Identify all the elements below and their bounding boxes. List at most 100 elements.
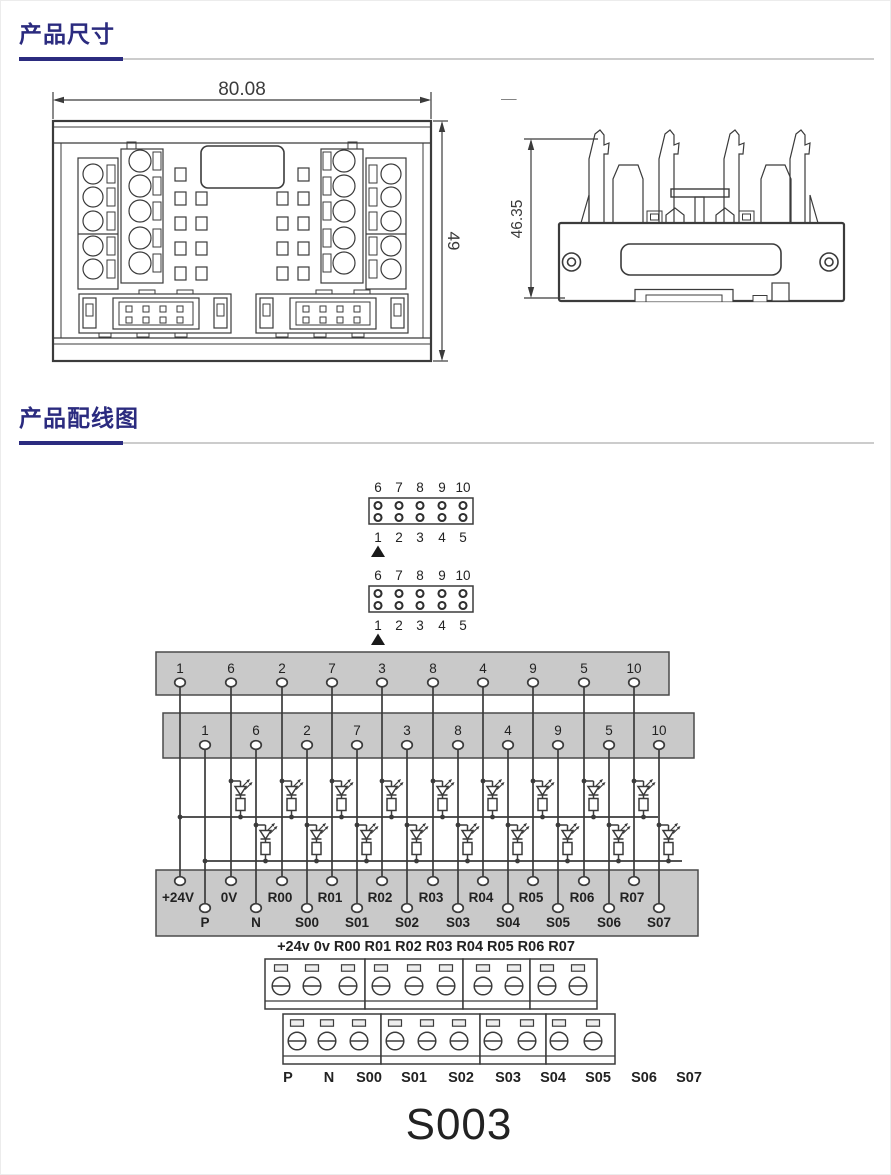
pin-bar-2	[162, 712, 695, 759]
screw-label: S03	[495, 1070, 521, 1086]
terminal-label: S03	[446, 915, 471, 930]
connector2-top-pin: 7	[395, 568, 403, 583]
section-rule-accent	[19, 57, 123, 61]
side-dimension-arrows	[527, 139, 535, 298]
terminal-label: 0V	[221, 890, 238, 905]
ribbon-connector-2: 6 7 8 9 10 1 2 3 4 5	[368, 568, 474, 645]
bar2-pin: 2	[303, 723, 311, 738]
section-rule	[19, 442, 874, 444]
screw-block-top-labels: +24v 0v R00 R01 R02 R03 R04 R05 R06 R07	[277, 939, 575, 955]
screw-label: P	[283, 1070, 293, 1086]
terminal-label: R04	[469, 890, 494, 905]
section-title-dimensions: 产品尺寸	[19, 21, 115, 47]
terminal-label: P	[200, 915, 209, 930]
side-body	[501, 99, 846, 303]
terminal-label: R02	[368, 890, 393, 905]
pin-bar-1-pins: 1 6 2 7 3 8 4 9 5 10	[173, 661, 642, 688]
bar1-pin: 6	[227, 661, 235, 676]
bar2-pin: 1	[201, 723, 209, 738]
screw-label: S06	[631, 1070, 657, 1086]
bar1-pin: 3	[378, 661, 386, 676]
terminal-label: S06	[597, 915, 622, 930]
bar1-pin: 7	[328, 661, 336, 676]
side-view-drawing: 46.35	[501, 99, 846, 303]
dim-side-height-label: 46.35	[509, 200, 526, 239]
bar1-pin: 10	[626, 661, 641, 676]
screw-label: S01	[401, 1070, 427, 1086]
connector2-top-pin: 10	[455, 568, 470, 583]
ribbon-connector-1: 6 7 8 9 10 1 2 3 4 5	[368, 480, 474, 557]
connector1-bottom-pin: 5	[459, 530, 467, 545]
section-title-wiring: 产品配线图	[19, 405, 139, 431]
connector2-bottom-pin: 5	[459, 618, 467, 633]
connector1-bottom-pin: 2	[395, 530, 403, 545]
screw-label: S00	[356, 1070, 382, 1086]
terminal-label: R01	[318, 890, 343, 905]
terminal-label: S04	[496, 915, 521, 930]
front-body	[51, 119, 433, 363]
terminal-bar-pins: +24V 0V R00 R01 R02 R03 R04 R05 R06 R07 …	[162, 875, 671, 930]
terminal-label: S02	[395, 915, 419, 930]
pin1-marker-icon	[371, 633, 385, 645]
bar1-pin: 2	[278, 661, 286, 676]
bar2-pin: 10	[651, 723, 666, 738]
connector2-bottom-pin: 4	[438, 618, 446, 633]
wiring-diagram: 6 7 8 9 10 1 2 3 4 5 6 7 8 9 1	[155, 480, 702, 1149]
terminal-label: S01	[345, 915, 370, 930]
bar2-pin: 7	[353, 723, 361, 738]
bar2-pin: 9	[554, 723, 562, 738]
section-rule-accent	[19, 441, 123, 445]
screw-label: S02	[448, 1070, 474, 1086]
screw-label: S04	[540, 1070, 566, 1086]
idc-connector-right	[255, 289, 409, 338]
connector2-bottom-pin: 3	[416, 618, 424, 633]
bar1-pin: 1	[176, 661, 184, 676]
terminal-label: N	[251, 915, 261, 930]
connector1-top-pin: 6	[374, 480, 382, 495]
side-dimension-lines	[524, 138, 598, 299]
bar1-pin: 5	[580, 661, 588, 676]
connector1-bottom-pin: 3	[416, 530, 424, 545]
connector1-top-pin: 9	[438, 480, 446, 495]
connector1-top-pin: 10	[455, 480, 470, 495]
dim-height-label: 49	[444, 232, 461, 251]
terminal-label: R03	[419, 890, 444, 905]
bar2-pin: 6	[252, 723, 260, 738]
bar2-pin: 3	[403, 723, 411, 738]
terminal-label: S00	[295, 915, 319, 930]
bar1-pin: 9	[529, 661, 537, 676]
terminal-label: R07	[620, 890, 645, 905]
bar2-pin: 4	[504, 723, 512, 738]
connector2-top-pin: 6	[374, 568, 382, 583]
bar2-pin: 8	[454, 723, 462, 738]
connector1-top-pin: 7	[395, 480, 403, 495]
terminal-label: S07	[647, 915, 671, 930]
terminal-label: R00	[268, 890, 293, 905]
connector1-bottom-pin: 4	[438, 530, 446, 545]
pin-bar-2-pins: 1 6 2 7 3 8 4 9 5 10	[198, 723, 667, 751]
front-view-drawing: 80.08 49	[51, 79, 461, 363]
screw-label: S05	[585, 1070, 611, 1086]
connector1-top-pin: 8	[416, 480, 424, 495]
pin1-marker-icon	[371, 545, 385, 557]
label-plate	[200, 145, 285, 189]
led-indicators-bottom	[252, 821, 682, 865]
front-dimension-lines	[52, 92, 448, 362]
bar1-pin: 4	[479, 661, 487, 676]
terminal-label: S05	[546, 915, 571, 930]
idc-connector-left	[78, 289, 232, 338]
connector1-bottom-pin: 1	[374, 530, 382, 545]
terminal-columns-left	[77, 141, 208, 290]
screw-label: S07	[676, 1070, 702, 1086]
terminal-columns-right	[276, 141, 407, 290]
terminal-label: R06	[570, 890, 595, 905]
bar2-pin: 5	[605, 723, 613, 738]
connector2-bottom-pin: 2	[395, 618, 403, 633]
connector2-bottom-pin: 1	[374, 618, 382, 633]
section-rule	[19, 58, 874, 60]
dim-width-label: 80.08	[218, 79, 266, 100]
connector2-top-pin: 8	[416, 568, 424, 583]
junction-dot	[202, 858, 208, 864]
connector2-top-pin: 9	[438, 568, 446, 583]
